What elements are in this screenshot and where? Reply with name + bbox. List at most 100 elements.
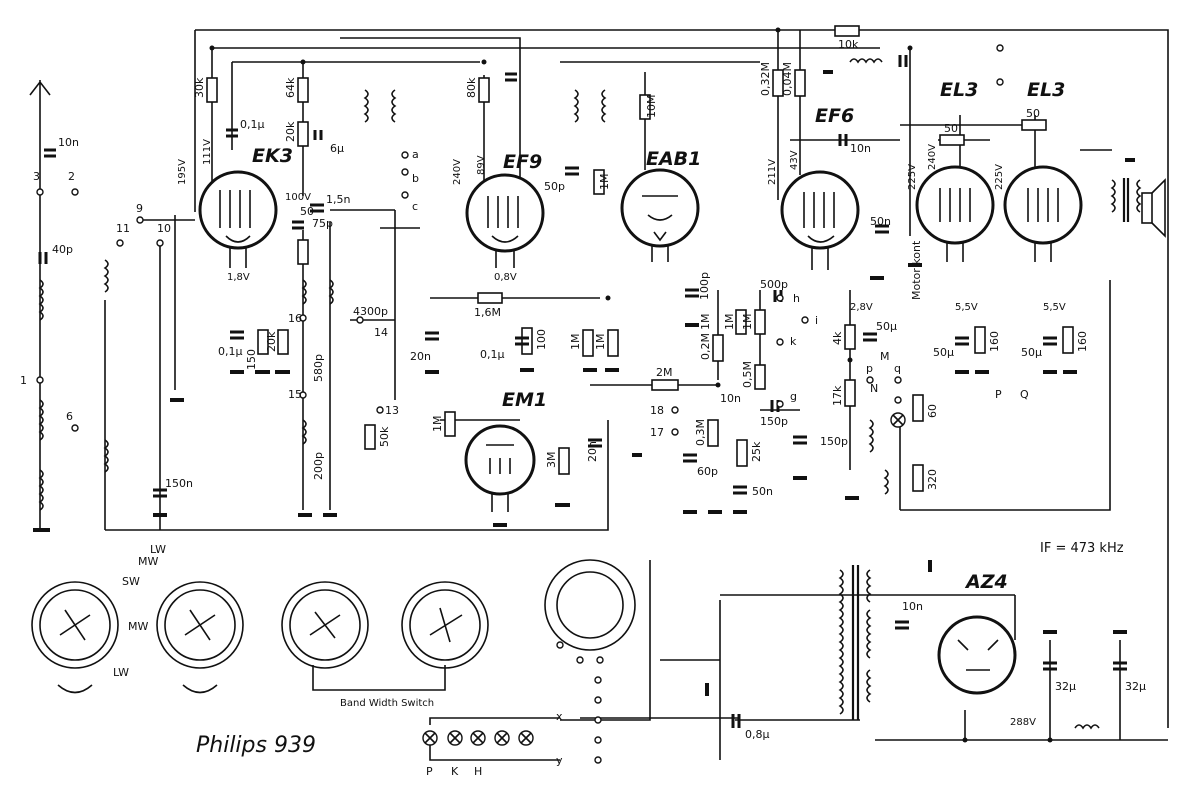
capacitor-label: 50p [544, 180, 565, 193]
resistor-label: 1M [569, 334, 582, 351]
lamp-label: K [451, 765, 459, 778]
voltage-label: 195V [177, 159, 188, 185]
terminal-label: P [995, 388, 1002, 401]
terminal-label: h [793, 292, 800, 305]
resistor-label: 50 [300, 205, 314, 218]
band-label: SW [122, 575, 140, 588]
resistor-label: 1M [598, 174, 611, 191]
capacitor-label: 10n [720, 392, 741, 405]
label-el3-a: EL3 [940, 79, 978, 101]
capacitor-label: 10n [58, 136, 79, 149]
lamp-label: P [426, 765, 433, 778]
resistor-label: 0,3M [694, 419, 707, 446]
terminal-label: 9 [136, 202, 143, 215]
antenna-icon [29, 80, 51, 110]
voltage-label: 1,8V [227, 272, 250, 283]
capacitors [38, 55, 1127, 728]
lamp-label: H [474, 765, 482, 778]
capacitor-label: 0,1µ [218, 345, 243, 358]
terminal-label: M [880, 350, 890, 363]
capacitor-label: 32µ [1125, 680, 1146, 693]
label-ef6: EF6 [815, 105, 854, 127]
tube-az4 [937, 615, 1017, 695]
tube-ef6 [780, 170, 860, 250]
terminal-label: x [556, 710, 563, 723]
voltage-label: 225V [994, 164, 1005, 190]
terminal-label: 14 [374, 326, 388, 339]
voltage-label: 5,5V [955, 302, 978, 313]
terminal-label: 6 [66, 410, 73, 423]
capacitor-label: 50µ [933, 346, 954, 359]
terminal-label: q [894, 362, 901, 375]
tube-eab1 [620, 168, 700, 248]
resistor-label: 0,32M [759, 62, 772, 96]
capacitor-label: 6µ [330, 142, 344, 155]
terminal-label: p [866, 362, 873, 375]
resistors [206, 25, 1074, 492]
capacitor-label: 40p [52, 243, 73, 256]
capacitor-label: 500p [760, 278, 788, 291]
label-eab1: EAB1 [646, 148, 701, 170]
schematic-title: Philips 939 [196, 733, 316, 758]
resistor-label: 0,2M [699, 333, 712, 360]
resistor-label: 0,04M [781, 62, 794, 96]
voltage-label: 0,8V [494, 272, 517, 283]
tubes [198, 165, 1083, 695]
wiring [39, 29, 1169, 760]
resistor-label: 80k [465, 77, 478, 98]
capacitor-label: 100p [698, 272, 711, 300]
resistor-label: 30k [193, 77, 206, 98]
capacitor-label: 20n [586, 441, 599, 462]
band-width-switch-label: Band Width Switch [340, 698, 434, 709]
terminal-label: 16 [288, 312, 302, 325]
terminal-label: 13 [385, 404, 399, 417]
terminals [36, 27, 1053, 764]
terminal-label: 2 [68, 170, 75, 183]
capacitor-label: 75p [312, 217, 333, 230]
capacitor-label: 60p [697, 465, 718, 478]
capacitor-label: 580p [312, 354, 325, 382]
terminal-label: y [556, 754, 563, 767]
resistor-label: 1M [699, 314, 712, 331]
tube-ek3 [198, 170, 278, 250]
terminal-label: b [412, 172, 419, 185]
label-el3-b: EL3 [1027, 79, 1065, 101]
label-em1: EM1 [502, 389, 547, 411]
capacitor-label: 200p [312, 452, 325, 480]
terminal-label: 1 [20, 374, 27, 387]
voltage-label: 211V [767, 159, 778, 185]
resistor-label: 20k [265, 331, 278, 352]
terminal-label: a [412, 148, 419, 161]
band-label: LW [113, 666, 129, 679]
voltage-label: 225V [907, 164, 918, 190]
capacitor-label: 4300p [353, 305, 388, 318]
capacitor-label: 50n [752, 485, 773, 498]
pilot-lamps [422, 412, 906, 761]
capacitor-label: 10n [850, 142, 871, 155]
capacitor-label: 0,1µ [240, 118, 265, 131]
resistor-label: 64k [284, 77, 297, 98]
resistor-label: 50 [944, 122, 958, 135]
text-labels: 195V 111V 1,8V 100V 240V 89V 0,8V 211V 4… [20, 38, 1146, 778]
terminal-label: 18 [650, 404, 664, 417]
terminal-label: N [870, 382, 878, 395]
terminal-label: k [790, 335, 797, 348]
voltage-label: 111V [202, 139, 213, 165]
terminal-label: 17 [650, 426, 664, 439]
resistor-label: 4k [831, 331, 844, 345]
resistor-label: 10k [838, 38, 859, 51]
terminal-label: Q [1020, 388, 1029, 401]
motor-contact-label: Motor kont [910, 240, 923, 300]
voltage-label: 5,5V [1043, 302, 1066, 313]
voltage-label: 240V [452, 159, 463, 185]
voltage-label: 240V [927, 144, 938, 170]
ground-symbols [33, 70, 1135, 696]
speaker-icon [1141, 178, 1166, 238]
resistor-label: 50k [378, 426, 391, 447]
resistor-label: 150 [245, 349, 258, 370]
capacitor-label: 150p [820, 435, 848, 448]
resistor-label: 160 [988, 331, 1001, 352]
resistor-label: 2M [656, 366, 673, 379]
band-label: MW [128, 620, 148, 633]
terminal-label: 15 [288, 388, 302, 401]
